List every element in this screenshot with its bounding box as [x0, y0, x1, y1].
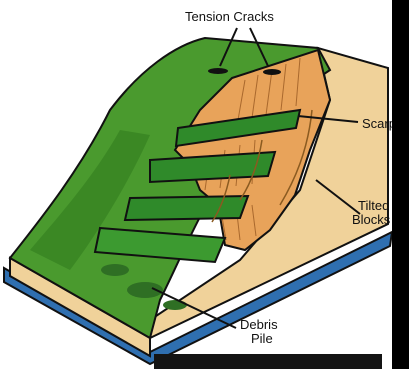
label-tilted-blocks-line1: Tilted — [358, 199, 389, 213]
label-debris-line1: Debris — [240, 318, 278, 332]
label-scarp: Scarp — [362, 117, 396, 131]
label-debris-line2: Pile — [251, 332, 273, 346]
tilted-block-3 — [125, 196, 248, 220]
label-tension-cracks: Tension Cracks — [185, 10, 274, 24]
bottom-dark-bar — [154, 354, 382, 369]
label-tilted-blocks-line2: Blocks — [352, 213, 390, 227]
right-edge-strip — [392, 0, 409, 369]
